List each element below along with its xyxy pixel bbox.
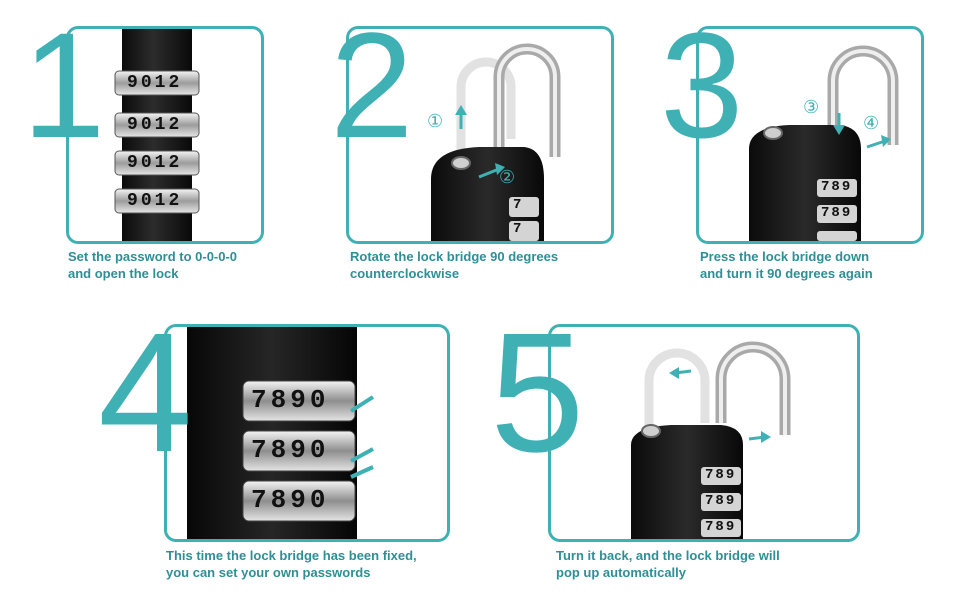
dial-digits-row: 789 bbox=[821, 205, 852, 221]
dial-digit: 9 bbox=[290, 385, 310, 415]
dial-digit: 8 bbox=[715, 493, 726, 509]
dial-digit: 9 bbox=[290, 485, 310, 515]
dial-digit: 9 bbox=[127, 191, 141, 211]
caption-line: This time the lock bridge has been fixed… bbox=[166, 548, 417, 563]
dial-digit: 0 bbox=[140, 191, 155, 211]
dial-digit: 8 bbox=[270, 485, 291, 515]
dial-digit: 2 bbox=[168, 191, 183, 211]
step-5-panel: 789 789 789 bbox=[548, 324, 860, 542]
dial-row-1 bbox=[114, 70, 200, 96]
step-4-panel: 7890 7890 7890 bbox=[164, 324, 450, 542]
dial-digit: 7 bbox=[251, 485, 271, 515]
dial-digits-row-2: 9012 bbox=[127, 115, 182, 135]
dial-digit: 9 bbox=[127, 153, 141, 173]
step-4-lock-illustration bbox=[187, 327, 375, 539]
dial-digit: 9 bbox=[725, 467, 737, 483]
caption-line: counterclockwise bbox=[350, 266, 460, 281]
marker-3: ③ bbox=[803, 97, 820, 118]
dial-digit: 7 bbox=[705, 493, 716, 509]
dial-digit: 2 bbox=[168, 115, 183, 135]
dial-digit: 8 bbox=[715, 519, 726, 535]
dial-digit: 7 bbox=[705, 467, 716, 483]
step-5-number: 5 bbox=[490, 298, 585, 488]
dial-digit: 7 bbox=[821, 205, 832, 221]
dial-digit: 9 bbox=[127, 115, 141, 135]
dial-digit: 1 bbox=[154, 153, 169, 173]
dial-digits-row: 789 bbox=[705, 519, 736, 535]
step-3-caption: Press the lock bridge down and turn it 9… bbox=[700, 248, 873, 282]
dial-digit: 0 bbox=[309, 435, 330, 465]
dial-digit: 9 bbox=[127, 73, 141, 93]
dial-digit: 1 bbox=[154, 191, 169, 211]
step-3-number: 3 bbox=[660, 1, 744, 169]
dial-digit: 8 bbox=[270, 385, 291, 415]
step-4-number: 4 bbox=[98, 298, 193, 488]
dial-digit: 7 bbox=[513, 197, 522, 213]
caption-line: Press the lock bridge down bbox=[700, 249, 870, 264]
step-1-number: 1 bbox=[22, 1, 106, 169]
dial-digits-row: 789 bbox=[705, 467, 736, 483]
step-2-caption: Rotate the lock bridge 90 degrees counte… bbox=[350, 248, 558, 282]
step-5-lock-illustration bbox=[631, 341, 791, 539]
caption-line: and open the lock bbox=[68, 266, 179, 281]
dial-digit: 8 bbox=[715, 467, 726, 483]
dial-digit: 7 bbox=[705, 519, 716, 535]
dial-digit: 9 bbox=[290, 435, 310, 465]
step-1-caption: Set the password to 0-0-0-0 and open the… bbox=[68, 248, 237, 282]
dial-digit: 9 bbox=[725, 493, 737, 509]
dial-digit: 9 bbox=[725, 519, 737, 535]
dial-digits-row-3: 9012 bbox=[127, 153, 182, 173]
caption-line: and turn it 90 degrees again bbox=[700, 266, 873, 281]
dial-digit: 0 bbox=[140, 73, 155, 93]
dial-digit: 8 bbox=[831, 179, 842, 195]
dial-digit: 1 bbox=[154, 73, 169, 93]
dial-digits-row-4: 9012 bbox=[127, 191, 182, 211]
dial-digit: 7 bbox=[251, 435, 271, 465]
dial-digit: 9 bbox=[841, 205, 853, 221]
dial-digits-row: 789 bbox=[705, 493, 736, 509]
step-3-lock-illustration bbox=[749, 45, 899, 241]
dial-digit: 2 bbox=[168, 73, 183, 93]
caption-line: Rotate the lock bridge 90 degrees bbox=[350, 249, 559, 264]
dial-digit: 9 bbox=[841, 179, 853, 195]
dial-digits-row: 7890 bbox=[251, 385, 329, 415]
caption-line: Turn it back, and the lock bridge will bbox=[556, 548, 780, 563]
dial-digit: 7 bbox=[821, 179, 832, 195]
dial-digit: 0 bbox=[140, 115, 155, 135]
step-5-caption: Turn it back, and the lock bridge will p… bbox=[556, 547, 780, 581]
marker-1: ① bbox=[427, 111, 444, 132]
dial-digit: 2 bbox=[168, 153, 183, 173]
dial-digit: 8 bbox=[270, 435, 291, 465]
step-2-panel: ① ② 7 7 bbox=[346, 26, 614, 244]
dial-digits-row-1: 9012 bbox=[127, 73, 182, 93]
dial-digits-row: 789 bbox=[821, 179, 852, 195]
dial-digits-row: 7890 bbox=[251, 435, 329, 465]
step-2-number: 2 bbox=[330, 1, 414, 169]
dial-digit: 7 bbox=[251, 385, 271, 415]
step-4-caption: This time the lock bridge has been fixed… bbox=[166, 547, 417, 581]
dial-digit: 0 bbox=[140, 153, 155, 173]
caption-line: Set the password to 0-0-0-0 bbox=[68, 249, 238, 264]
step-3-panel: ③ ④ 789 789 bbox=[696, 26, 924, 244]
dial-digits-row: 7890 bbox=[251, 485, 329, 515]
step-1-panel: 9012 9012 9012 9012 bbox=[66, 26, 264, 244]
caption-line: you can set your own passwords bbox=[166, 565, 371, 580]
step-1-lock-illustration bbox=[114, 29, 200, 241]
marker-2: ② bbox=[499, 167, 516, 188]
dial-digit: 1 bbox=[154, 115, 169, 135]
dial-digit: 0 bbox=[309, 385, 330, 415]
dial-digit: 8 bbox=[831, 205, 842, 221]
dial-digit: 7 bbox=[513, 221, 522, 237]
marker-4: ④ bbox=[863, 113, 880, 134]
dial-digit: 0 bbox=[309, 485, 330, 515]
step-2-lock-illustration bbox=[431, 43, 561, 241]
caption-line: pop up automatically bbox=[556, 565, 687, 580]
